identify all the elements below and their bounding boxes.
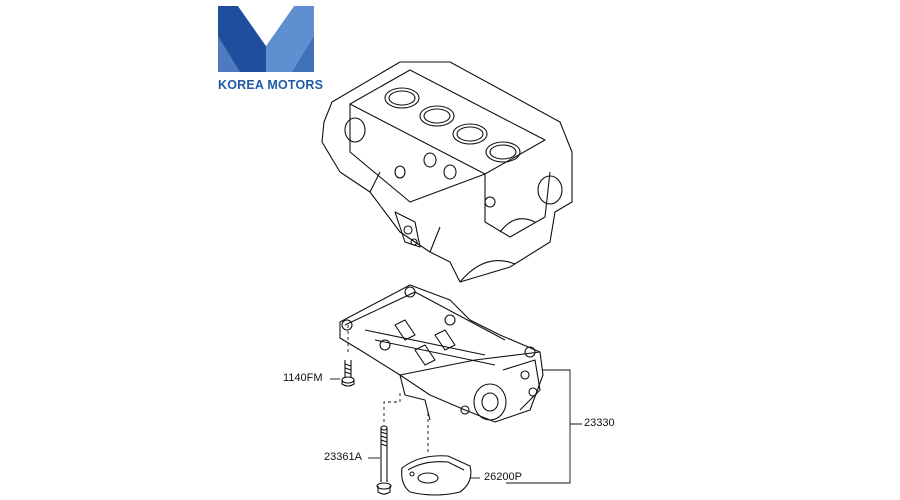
bolt-1140fm-thread bbox=[344, 363, 352, 375]
assembly-front-face bbox=[399, 351, 541, 376]
logo-left-chevron bbox=[218, 6, 266, 72]
bracket-23330 bbox=[506, 369, 582, 484]
bolt-23361a-thread bbox=[380, 431, 388, 447]
side-port-1 bbox=[344, 117, 366, 143]
rear-flange bbox=[459, 260, 516, 283]
rear-hole bbox=[484, 196, 496, 208]
shaft-lobe-2 bbox=[434, 329, 456, 351]
bolt-1140fm-shank bbox=[344, 360, 352, 378]
front-bore bbox=[537, 175, 563, 205]
logo-left-shade bbox=[218, 36, 240, 72]
bearing-saddle bbox=[499, 218, 536, 233]
pump-bolt-2 bbox=[528, 387, 538, 397]
corner-bolt-boss-2 bbox=[404, 286, 416, 298]
shaft-lobe-1 bbox=[394, 319, 416, 341]
balance-shaft-1 bbox=[364, 329, 486, 356]
logo-center-notch bbox=[238, 6, 294, 46]
side-port-4 bbox=[394, 165, 406, 179]
pump-bolt-3 bbox=[460, 405, 470, 415]
engine-deck bbox=[349, 69, 546, 175]
oil-strainer-cover-drawing bbox=[401, 455, 472, 496]
part-label-26200p: 26200P bbox=[484, 471, 522, 483]
brand-name: KOREA MOTORS bbox=[218, 78, 324, 92]
pump-housing bbox=[502, 359, 541, 411]
engine-block-drawing bbox=[321, 61, 573, 283]
balance-shaft-assembly-drawing bbox=[339, 284, 544, 423]
korea-motors-logo bbox=[218, 6, 314, 72]
part-label-23330: 23330 bbox=[584, 417, 615, 429]
cover-26200p-rim bbox=[407, 461, 465, 471]
side-port-3 bbox=[443, 164, 457, 180]
pickup-pipe bbox=[399, 374, 431, 421]
bolt-23361a-shank bbox=[380, 428, 388, 482]
side-port-2 bbox=[423, 152, 437, 168]
cylinder-bore-2-inner bbox=[423, 108, 451, 124]
mount-hole-1 bbox=[403, 225, 413, 235]
logo-right-shade bbox=[292, 36, 314, 72]
bolt-23361a-flange bbox=[376, 482, 392, 490]
crank-bay bbox=[484, 171, 551, 238]
balance-shaft-2 bbox=[374, 339, 496, 366]
shaft-lobe-3 bbox=[414, 344, 436, 366]
mount-hole-2 bbox=[410, 238, 418, 246]
bolt-23361a-tip bbox=[380, 425, 388, 431]
block-side-face bbox=[349, 104, 486, 203]
drive-gear bbox=[473, 383, 507, 421]
logo-right-chevron bbox=[266, 6, 314, 72]
corner-bolt-boss-1 bbox=[341, 319, 353, 331]
part-label-1140fm: 1140FM bbox=[283, 372, 323, 384]
long-bolt-drawing bbox=[376, 425, 392, 495]
cylinder-bore-3 bbox=[452, 123, 488, 145]
cylinder-bore-1 bbox=[384, 87, 420, 109]
corner-bolt-boss-4 bbox=[444, 314, 456, 326]
cylinder-bore-2 bbox=[419, 105, 455, 127]
cylinder-bore-3-inner bbox=[456, 126, 484, 142]
bolt-1140fm-flange bbox=[341, 380, 355, 387]
corner-bolt-boss-5 bbox=[524, 346, 536, 358]
pump-bolt-1 bbox=[520, 370, 530, 380]
dashed-guide-23361a bbox=[383, 390, 401, 422]
mount-boss bbox=[394, 211, 421, 248]
cover-26200p-outline bbox=[401, 455, 472, 496]
bolt-23361a-head bbox=[377, 486, 391, 495]
cylinder-bore-4 bbox=[485, 141, 521, 163]
flange-bolt-drawing bbox=[341, 360, 355, 387]
cover-26200p-port bbox=[417, 472, 439, 484]
rib-2 bbox=[429, 226, 441, 253]
rib-1 bbox=[369, 171, 381, 193]
engine-block-outline bbox=[321, 61, 573, 283]
cylinder-bore-1-inner bbox=[388, 90, 416, 106]
corner-bolt-boss-3 bbox=[379, 339, 391, 351]
cylinder-bore-4-inner bbox=[489, 144, 517, 160]
part-label-23361a: 23361A bbox=[324, 451, 362, 463]
drive-gear-hub bbox=[481, 392, 499, 412]
cover-26200p-bolt bbox=[409, 471, 415, 477]
assembly-outline bbox=[339, 284, 544, 423]
